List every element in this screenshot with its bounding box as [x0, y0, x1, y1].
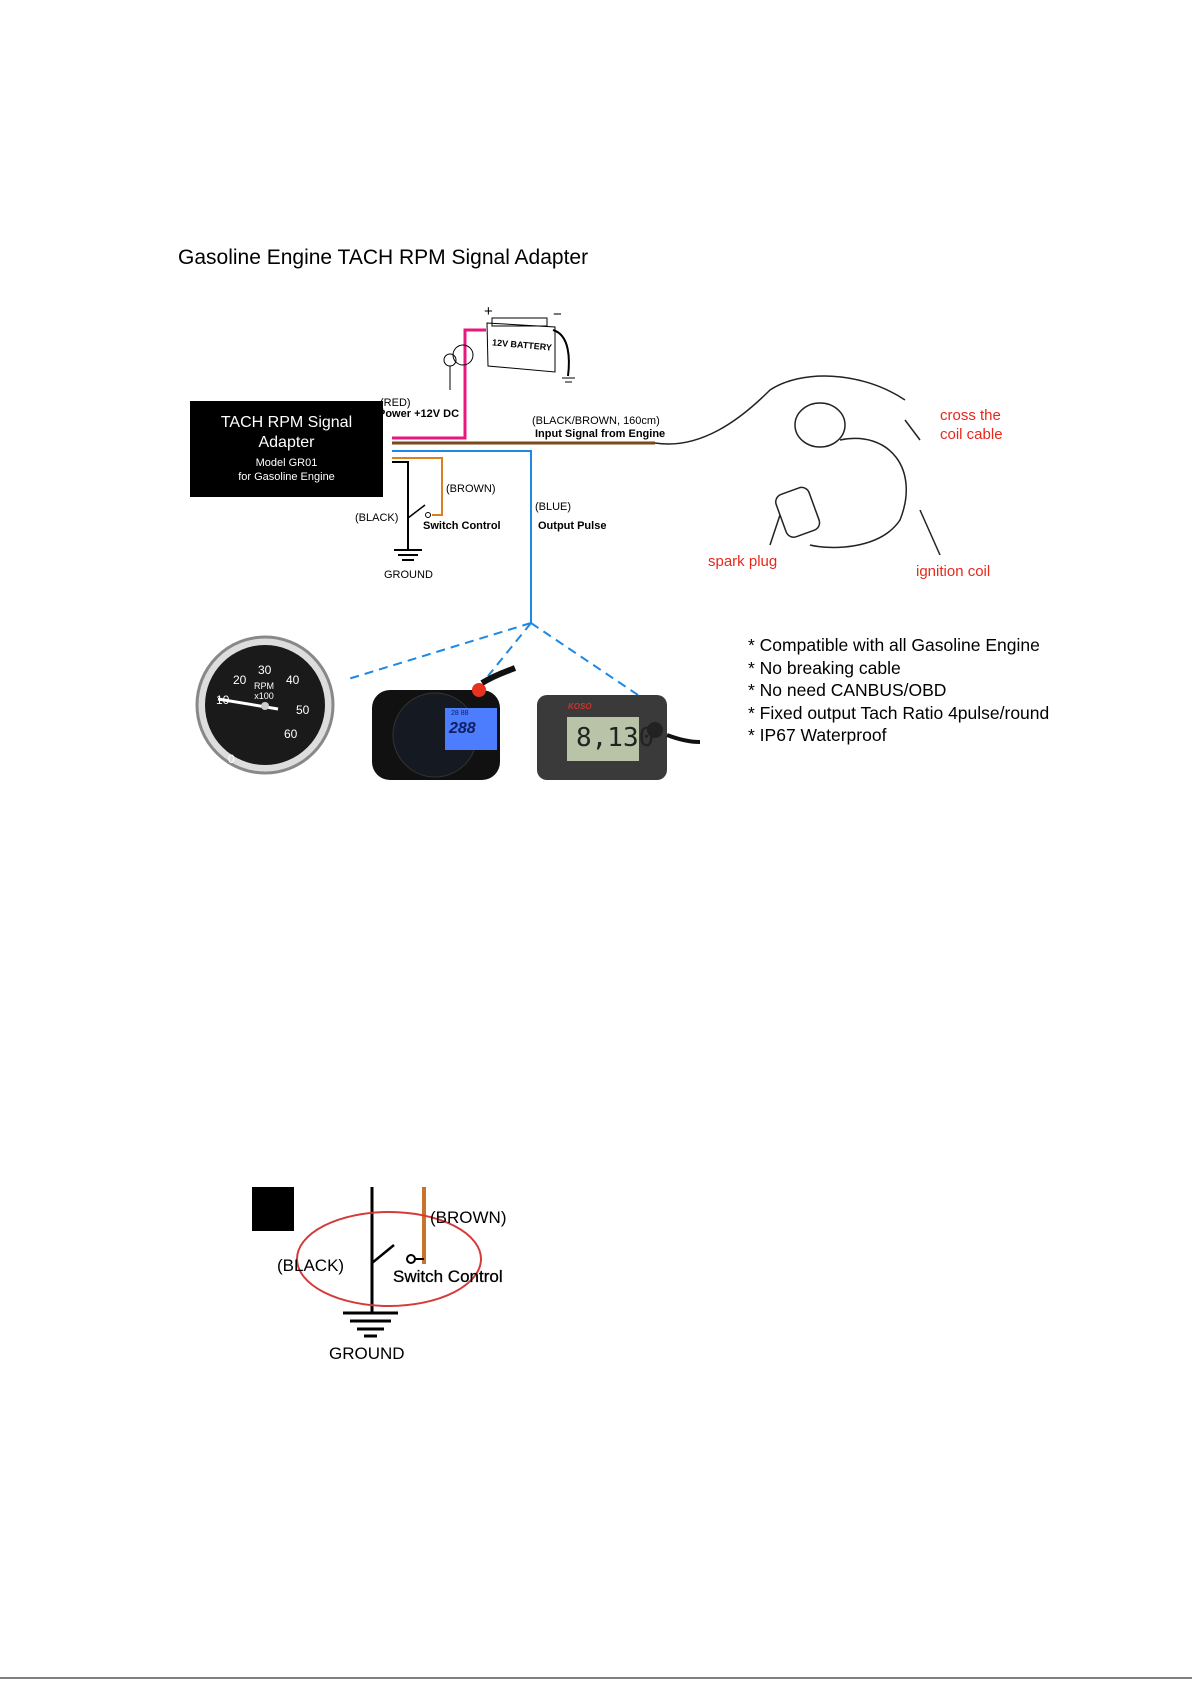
black-wire-color: (BLACK) — [355, 512, 399, 524]
red-wire — [392, 328, 486, 440]
feature-item: * Compatible with all Gasoline Engine — [748, 635, 1040, 655]
coil-lead — [654, 375, 906, 445]
blue-wire-color: (BLUE) — [535, 501, 572, 513]
page-title: Gasoline Engine TACH RPM Signal Adapter — [178, 246, 589, 269]
tick-60: 60 — [284, 727, 298, 741]
tick-10: 10 — [216, 693, 230, 707]
battery-icon — [486, 317, 575, 383]
highlight-circle — [296, 1211, 482, 1307]
tick-0: 0 — [228, 752, 235, 766]
feature-item: * No breaking cable — [748, 657, 901, 678]
brown-wire-color: (BROWN) — [446, 483, 496, 495]
blue-wire — [392, 450, 532, 623]
black-wire — [392, 461, 409, 550]
battery-minus: − — [553, 306, 562, 323]
koso-brand: KOSO — [568, 702, 592, 711]
ground-label: GROUND — [384, 569, 433, 581]
tick-30: 30 — [258, 663, 272, 677]
dashed-connectors — [344, 622, 639, 696]
feature-item: * IP67 Waterproof — [748, 725, 887, 745]
feature-list: * Compatible with all Gasoline Engine * … — [748, 634, 1049, 747]
feature-item: * No need CANBUS/OBD — [748, 680, 947, 700]
brown-wire — [392, 457, 443, 516]
detail-switch-label: Switch Control — [393, 1267, 503, 1286]
ignition-key-icon — [443, 344, 474, 390]
ignition-coil-annotation: ignition coil — [916, 563, 991, 580]
detail-black-label: (BLACK) — [277, 1256, 345, 1275]
ignition-coil-drawing — [769, 402, 941, 556]
feature-item: * Fixed output Tach Ratio 4pulse/round — [748, 702, 1050, 723]
battery-plus: + — [484, 303, 493, 320]
detail-adapter-block — [252, 1187, 294, 1231]
koso-meter — [537, 695, 701, 780]
digital-readout: 288 — [449, 720, 476, 737]
tick-20: 20 — [233, 673, 247, 687]
tick-50: 50 — [296, 703, 310, 717]
koso-readout: 8,130 — [576, 723, 655, 753]
detail-brown-label: (BROWN) — [430, 1208, 507, 1227]
digital-small-readout: 28 88 — [451, 710, 469, 717]
red-wire-color: (RED) — [380, 397, 411, 409]
digital-dashboard — [372, 665, 517, 780]
switch-control-label: Switch Control — [423, 520, 501, 532]
red-wire-label: Power +12V DC — [378, 408, 460, 420]
input-wire-label: Input Signal from Engine — [535, 428, 666, 440]
analog-tachometer — [195, 635, 335, 775]
blue-wire-label: Output Pulse — [538, 520, 607, 532]
ground-symbol — [394, 549, 422, 561]
detail-ground-label: GROUND — [329, 1344, 405, 1363]
spark-plug-annotation: spark plug — [708, 553, 778, 570]
tick-40: 40 — [286, 673, 300, 687]
detail-ground-symbol — [343, 1311, 398, 1338]
input-wire-color: (BLACK/BROWN, 160cm) — [532, 415, 660, 427]
